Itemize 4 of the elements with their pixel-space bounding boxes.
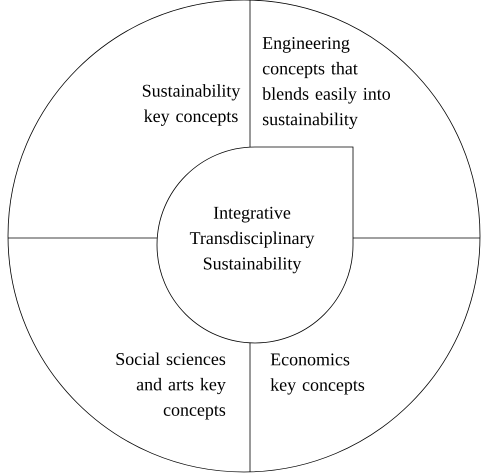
quadrant-label: Sustainability key concepts (142, 84, 240, 126)
quadrant-label: Engineering concepts that blends easily into sustainability (262, 37, 390, 129)
quadrant-label: Social sciences and arts key concepts (116, 352, 226, 420)
quadrant-label: Economics key concepts (270, 353, 364, 395)
